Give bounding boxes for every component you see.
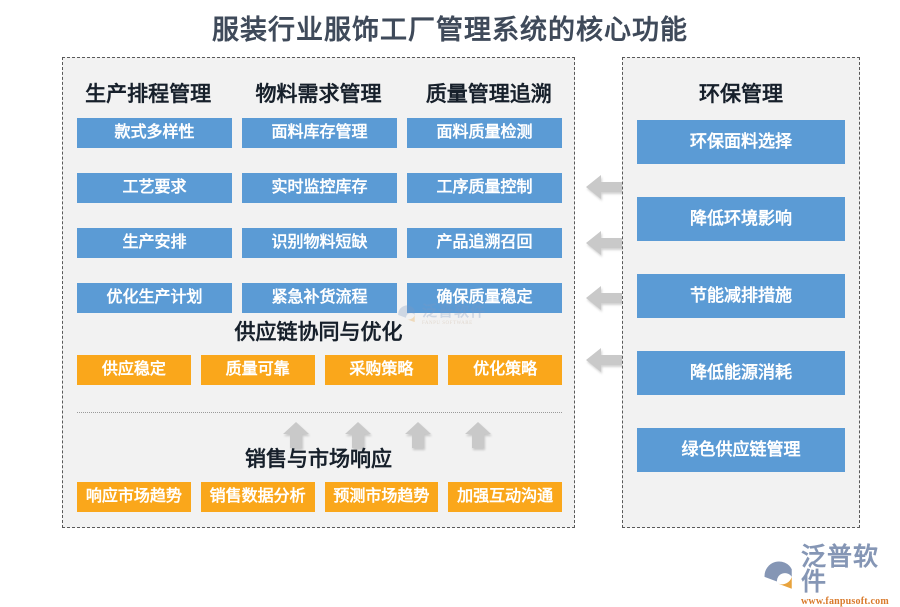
feature-row-4: 优化生产计划 紧急补货流程 确保质量稳定: [77, 283, 562, 313]
feature-chip[interactable]: 紧急补货流程: [242, 283, 397, 313]
up-arrow-icon: [403, 420, 433, 450]
column-header-production: 生产排程管理: [85, 82, 212, 106]
left-arrow-icon: [584, 283, 626, 313]
feature-chip[interactable]: 优化生产计划: [77, 283, 232, 313]
supply-chain-chip[interactable]: 质量可靠: [200, 355, 315, 385]
supply-chain-chip[interactable]: 优化策略: [448, 355, 562, 385]
up-arrow-icon: [281, 420, 311, 450]
left-arrow-icon: [584, 228, 626, 258]
feature-chip[interactable]: 产品追溯召回: [407, 228, 562, 258]
core-functions-panel: 生产排程管理 物料需求管理 质量管理追溯 款式多样性 面料库存管理 面料质量检测…: [62, 57, 575, 528]
brand-logo: 泛普软件 www.fanpusoft.com: [762, 545, 900, 607]
feature-chip[interactable]: 工序质量控制: [407, 173, 562, 203]
sales-chip[interactable]: 响应市场趋势: [77, 482, 191, 512]
eco-chip[interactable]: 降低能源消耗: [637, 351, 845, 395]
up-arrow-icon: [463, 420, 493, 450]
feature-chip[interactable]: 实时监控库存: [242, 173, 397, 203]
logo-url: www.fanpusoft.com: [801, 596, 889, 607]
supply-chain-section-title: 供应链协同与优化: [234, 320, 403, 344]
right-panel-header: 环保管理: [699, 82, 783, 106]
column-header-row: 生产排程管理 物料需求管理 质量管理追溯: [63, 78, 574, 108]
sales-chip[interactable]: 加强互动沟通: [448, 482, 562, 512]
feature-chip[interactable]: 生产安排: [77, 228, 232, 258]
left-arrow-icon: [584, 172, 626, 202]
sales-row: 响应市场趋势 销售数据分析 预测市场趋势 加强互动沟通: [77, 482, 562, 512]
column-header-quality: 质量管理追溯: [425, 82, 552, 106]
eco-chip[interactable]: 环保面料选择: [637, 120, 845, 164]
supply-chain-chip[interactable]: 采购策略: [324, 355, 439, 385]
sales-chip[interactable]: 预测市场趋势: [324, 482, 439, 512]
supply-chain-row: 供应稳定 质量可靠 采购策略 优化策略: [77, 355, 562, 385]
column-header-material: 物料需求管理: [255, 82, 382, 106]
sales-section-title: 销售与市场响应: [245, 447, 392, 471]
section-divider: [77, 412, 562, 413]
sales-chip[interactable]: 销售数据分析: [200, 482, 315, 512]
up-arrow-icon: [343, 420, 373, 450]
feature-chip[interactable]: 款式多样性: [77, 118, 232, 148]
eco-chip[interactable]: 节能减排措施: [637, 274, 845, 318]
left-arrow-icon: [584, 345, 626, 375]
feature-chip[interactable]: 面料库存管理: [242, 118, 397, 148]
feature-row-2: 工艺要求 实时监控库存 工序质量控制: [77, 173, 562, 203]
logo-company-name: 泛普软件: [801, 544, 880, 596]
feature-row-1: 款式多样性 面料库存管理 面料质量检测: [77, 118, 562, 148]
feature-row-3: 生产安排 识别物料短缺 产品追溯召回: [77, 228, 562, 258]
environmental-management-panel: 环保管理 环保面料选择 降低环境影响 节能减排措施 降低能源消耗 绿色供应链管理: [622, 57, 860, 528]
logo-mark-icon: [764, 561, 792, 589]
page-title: 服装行业服饰工厂管理系统的核心功能: [212, 15, 688, 45]
eco-chip[interactable]: 绿色供应链管理: [637, 428, 845, 472]
supply-chain-chip[interactable]: 供应稳定: [77, 355, 191, 385]
eco-chip[interactable]: 降低环境影响: [637, 197, 845, 241]
feature-chip[interactable]: 面料质量检测: [407, 118, 562, 148]
feature-chip[interactable]: 工艺要求: [77, 173, 232, 203]
feature-chip[interactable]: 确保质量稳定: [407, 283, 562, 313]
feature-chip[interactable]: 识别物料短缺: [242, 228, 397, 258]
